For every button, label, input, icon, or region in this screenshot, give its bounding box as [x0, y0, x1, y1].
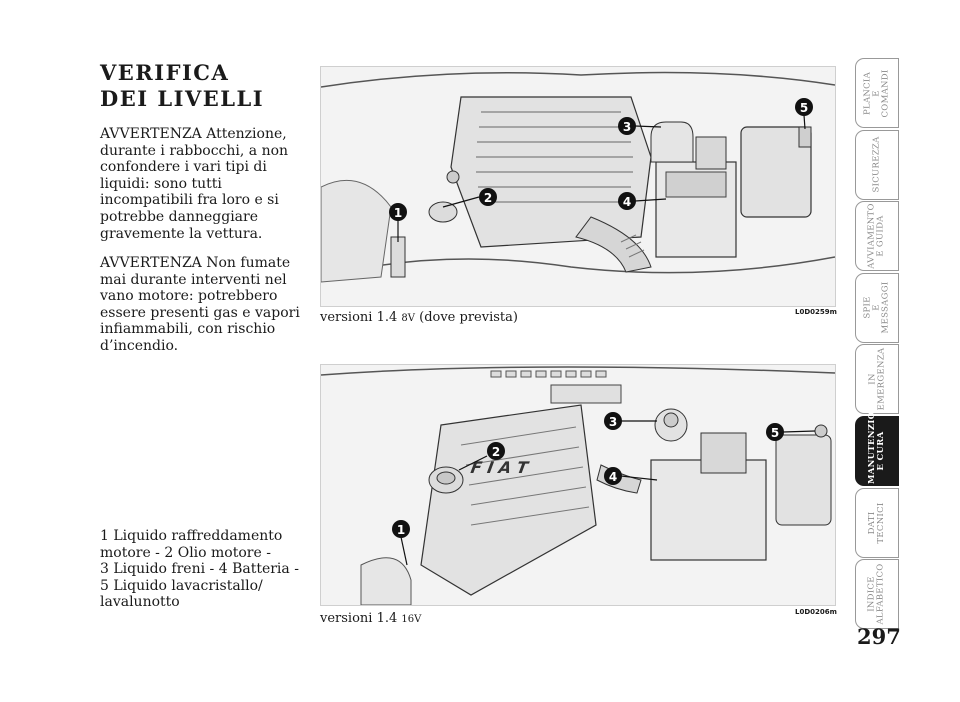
legend-line: 5 Liquido lavacristallo/	[100, 577, 263, 594]
callout-5: 5	[766, 423, 816, 441]
figure-caption-8v: versioni 1.4 8V (dove prevista)	[320, 310, 518, 325]
tab-label: AVVIAMENTO E GUIDA	[867, 203, 887, 269]
tab-label: SICUREZZA	[871, 136, 882, 193]
warning-paragraph-1: AVVERTENZA Attenzione, durante i rabbocc…	[100, 126, 289, 242]
callout-5: 5	[795, 98, 813, 130]
page-title: VERIFICA DEI LIVELLI	[100, 60, 264, 112]
engine-illustration-16v: F I A T 1 2 3 4	[320, 364, 836, 606]
tab-label: PLANCIA E COMANDI	[862, 68, 891, 118]
engine-illustration-8v: 1 2 3 4 5	[320, 66, 836, 307]
caption-main: versioni 1.4	[320, 611, 402, 626]
svg-text:4: 4	[609, 470, 617, 484]
legend-line: motore - 2 Olio motore -	[100, 544, 271, 561]
tab-label: INDICE ALFABETICO	[867, 563, 886, 625]
page-number: 297	[857, 624, 901, 649]
svg-text:2: 2	[492, 445, 500, 459]
tab-manutenzione-e-cura[interactable]: MANUTENZIONE E CURA	[855, 396, 899, 486]
callout-4: 4	[618, 192, 667, 210]
fiat-logo: F I A T	[469, 458, 531, 477]
svg-text:2: 2	[484, 191, 492, 205]
tab-label: MANUTENZIONE E CURA	[867, 396, 886, 484]
caption-main: versioni 1.4	[320, 310, 402, 325]
callout-1: 1	[392, 520, 410, 566]
svg-text:3: 3	[609, 415, 617, 429]
tab-sicurezza[interactable]: SICUREZZA	[855, 129, 899, 200]
warning-paragraph-2: AVVERTENZA Non fumate mai durante interv…	[100, 255, 300, 354]
callout-2: 2	[442, 188, 497, 208]
legend-line: 1 Liquido raffreddamento	[100, 528, 283, 544]
tab-label: SPIE E MESSAGGI	[862, 281, 891, 334]
figure-code-16v: L0D0206m	[795, 608, 837, 616]
figure-code-8v: L0D0259m	[795, 308, 837, 316]
legend-line: 3 Liquido freni - 4 Batteria -	[100, 561, 299, 578]
title-line-2: DEI LIVELLI	[100, 86, 265, 111]
caption-extra: (dove prevista)	[414, 310, 518, 325]
svg-text:F I A T: F I A T	[469, 458, 531, 477]
title-line-1: VERIFICA	[100, 60, 230, 85]
legend-line: lavalunotto	[100, 594, 180, 611]
svg-text:3: 3	[623, 120, 631, 134]
callout-3: 3	[618, 117, 662, 135]
tab-in-emergenza[interactable]: IN EMERGENZA	[855, 344, 899, 415]
engine-drawing-8v: 1 2 3 4 5	[321, 67, 835, 306]
tab-avviamento-e-guida[interactable]: AVVIAMENTO E GUIDA	[855, 201, 899, 272]
figure-caption-16v: versioni 1.4 16V	[320, 611, 421, 626]
caption-engine-code: 16V	[401, 614, 422, 625]
tab-indice-alfabetico[interactable]: INDICE ALFABETICO	[855, 559, 899, 630]
callout-2: 2	[458, 442, 505, 471]
section-tabs: PLANCIA E COMANDI SICUREZZA AVVIAMENTO E…	[855, 58, 899, 631]
callout-4: 4	[604, 467, 658, 485]
svg-text:1: 1	[397, 523, 405, 537]
callout-3: 3	[604, 412, 657, 430]
svg-text:5: 5	[771, 426, 779, 440]
svg-text:1: 1	[394, 206, 402, 220]
svg-text:4: 4	[623, 195, 631, 209]
tab-spie-e-messaggi[interactable]: SPIE E MESSAGGI	[855, 272, 899, 343]
caption-engine-code: 8V	[401, 313, 415, 324]
callout-1: 1	[389, 203, 407, 242]
svg-text:5: 5	[800, 101, 808, 115]
tab-dati-tecnici[interactable]: DATI TECNICI	[855, 487, 899, 558]
tab-label: DATI TECNICI	[867, 502, 886, 544]
tab-plancia-e-comandi[interactable]: PLANCIA E COMANDI	[855, 58, 899, 128]
figure-legend: 1 Liquido raffreddamento motore - 2 Olio…	[100, 528, 315, 611]
engine-drawing-16v: F I A T 1 2 3 4	[321, 365, 835, 605]
